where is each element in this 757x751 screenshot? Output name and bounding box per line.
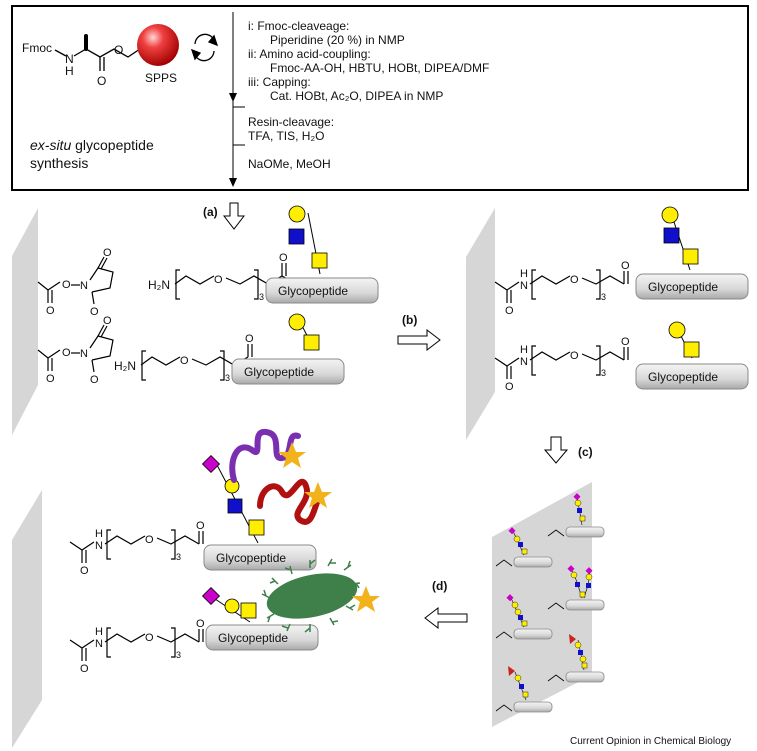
resin-bead [137, 24, 179, 66]
fmoc-label: Fmoc [22, 41, 52, 55]
array-spot-3 [495, 594, 553, 640]
svg-text:N: N [520, 356, 528, 368]
step-d-label: (d) [432, 579, 447, 593]
svg-text:O: O [214, 274, 223, 286]
svg-text:3: 3 [176, 552, 181, 562]
panel-nhs-surface: O O N O O H₂N O 3 O Glycopeptide O O N O… [12, 205, 379, 435]
step-ii-detail: Fmoc-AA-OH, HBTU, HOBt, DIPEA/DMF [270, 61, 489, 75]
svg-text:O: O [145, 534, 154, 546]
svg-text:O: O [180, 355, 189, 367]
panel-binding: O N H O 3 O Glycopeptide O N H O 3 O Gly… [12, 429, 380, 748]
amide-slide [466, 208, 495, 440]
svg-text:O: O [62, 279, 71, 291]
synthesis-label-line2: synthesis [30, 155, 88, 171]
svg-text:O: O [80, 663, 89, 675]
svg-text:O: O [279, 252, 288, 264]
step-i-title: i: Fmoc-cleaveage: [248, 19, 349, 33]
nh-h-label: H [65, 64, 74, 78]
step-a-label: (a) [203, 205, 218, 219]
glycopeptide-label: Glycopeptide [648, 370, 718, 384]
svg-text:O: O [621, 260, 630, 272]
star-icon [278, 442, 306, 468]
microarray-slide [492, 482, 592, 727]
step-iii-detail: Cat. HOBt, Ac₂O, DIPEA in NMP [270, 89, 443, 103]
svg-text:O: O [90, 374, 99, 386]
glycopeptide-label: Glycopeptide [216, 551, 286, 565]
svg-text:3: 3 [601, 368, 606, 378]
svg-text:O: O [62, 347, 71, 359]
resin-cleavage-title: Resin-cleavage: [248, 115, 334, 129]
star-icon [304, 482, 332, 508]
svg-text:O: O [621, 336, 630, 348]
svg-text:O: O [46, 373, 55, 385]
svg-text:H: H [95, 626, 103, 638]
step-c-arrow [543, 436, 569, 464]
array-spot-5 [547, 634, 605, 683]
step-a-arrow [222, 202, 246, 230]
svg-text:H: H [95, 528, 103, 540]
svg-text:3: 3 [176, 650, 181, 660]
step-b-label: (b) [402, 313, 417, 327]
step-d-arrow [424, 606, 468, 630]
step-b-arrow [397, 328, 441, 352]
svg-text:O: O [145, 632, 154, 644]
glycopeptide-label: Glycopeptide [218, 631, 288, 645]
array-spot-2 [547, 493, 605, 538]
svg-text:O: O [80, 565, 89, 577]
glycopeptide-label: Glycopeptide [648, 280, 718, 294]
svg-text:O: O [505, 381, 514, 393]
panel-amide-surface: O N H O 3 O Glycopeptide O N H O 3 O Gly… [466, 206, 749, 440]
svg-text:N: N [520, 280, 528, 292]
svg-text:3: 3 [601, 292, 606, 302]
footer-credit: Current Opinion in Chemical Biology [570, 736, 731, 747]
synthesis-box: Fmoc N H O O SPPS i: Fmoc-cleaveage: Pip… [11, 5, 749, 191]
nhs-slide [12, 208, 38, 435]
svg-text:O: O [90, 306, 99, 318]
svg-text:N: N [95, 540, 103, 552]
array-spot-4 [547, 565, 605, 611]
svg-text:O: O [196, 520, 205, 532]
svg-text:N: N [95, 638, 103, 650]
step-iii-title: iii: Capping: [248, 75, 311, 89]
star-icon [352, 586, 380, 612]
svg-text:H₂N: H₂N [114, 359, 136, 373]
svg-text:O: O [245, 333, 254, 345]
svg-text:H₂N: H₂N [148, 278, 170, 292]
svg-text:O: O [103, 247, 112, 259]
svg-text:H: H [520, 344, 528, 356]
deprotection-step: NaOMe, MeOH [248, 157, 331, 171]
svg-text:O: O [570, 350, 579, 362]
panel-microarray [492, 482, 605, 727]
binding-slide [12, 490, 42, 748]
svg-text:3: 3 [225, 373, 230, 383]
array-spot-6 [495, 666, 553, 713]
step-i-detail: Piperidine (20 %) in NMP [270, 33, 405, 47]
svg-text:3: 3 [259, 292, 264, 302]
glycopeptide-label: Glycopeptide [244, 365, 314, 379]
svg-text:O: O [196, 618, 205, 630]
svg-text:O: O [46, 305, 55, 317]
svg-text:O: O [505, 305, 514, 317]
svg-text:N: N [80, 348, 88, 360]
nh-label: N [65, 52, 74, 66]
svg-text:O: O [570, 274, 579, 286]
resin-cleavage-detail: TFA, TIS, H₂O [248, 129, 324, 143]
svg-text:N: N [80, 280, 88, 292]
cycle-icon [190, 33, 219, 62]
step-ii-title: ii: Amino acid-coupling: [248, 47, 371, 61]
svg-text:H: H [520, 268, 528, 280]
glycopeptide-label: Glycopeptide [278, 284, 348, 298]
synthesis-label-line1: ex-situ glycopeptide [30, 137, 154, 153]
step-c-label: (c) [578, 445, 593, 459]
svg-text:O: O [103, 315, 112, 327]
bacterium-icon [261, 558, 361, 633]
array-spot-1 [495, 527, 553, 568]
ester-o: O [114, 43, 123, 57]
resin-label: SPPS [145, 71, 177, 85]
carbonyl-o: O [97, 74, 106, 88]
lectin-red [257, 478, 321, 525]
